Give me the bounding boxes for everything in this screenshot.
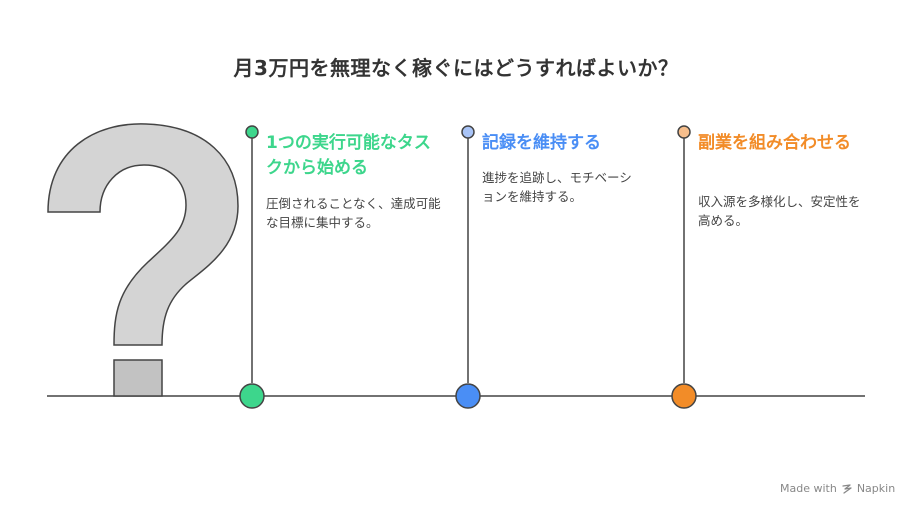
step-2-heading: 記録を維持する	[482, 133, 601, 153]
step-1-description: 圧倒されることなく、達成可能な目標に集中する。	[266, 196, 441, 230]
step-1-marker	[239, 383, 265, 409]
question-mark-icon	[47, 123, 239, 346]
step-2-top-dot	[461, 125, 475, 139]
made-with-napkin-credit: Made with Napkin	[780, 482, 895, 495]
step-1-heading: 1つの実行可能なタスクから始める	[266, 133, 431, 178]
question-mark-dot-icon	[113, 359, 163, 397]
diagram-title: 月3万円を無理なく稼ぐにはどうすればよいか？	[233, 56, 679, 80]
step-2-description: 進捗を追跡し、モチベーションを維持する。	[482, 170, 632, 204]
step-3-heading: 副業を組み合わせる	[698, 133, 851, 153]
napkin-logo-icon	[842, 483, 852, 494]
step-1-top-dot	[245, 125, 259, 139]
step-2-marker	[455, 383, 481, 409]
step-3-description: 収入源を多様化し、安定性を高める。	[698, 194, 861, 228]
step-3-top-dot	[677, 125, 691, 139]
napkin-brand-label: Napkin	[856, 482, 896, 495]
step-3-marker	[671, 383, 697, 409]
made-with-label: Made with	[780, 482, 837, 495]
